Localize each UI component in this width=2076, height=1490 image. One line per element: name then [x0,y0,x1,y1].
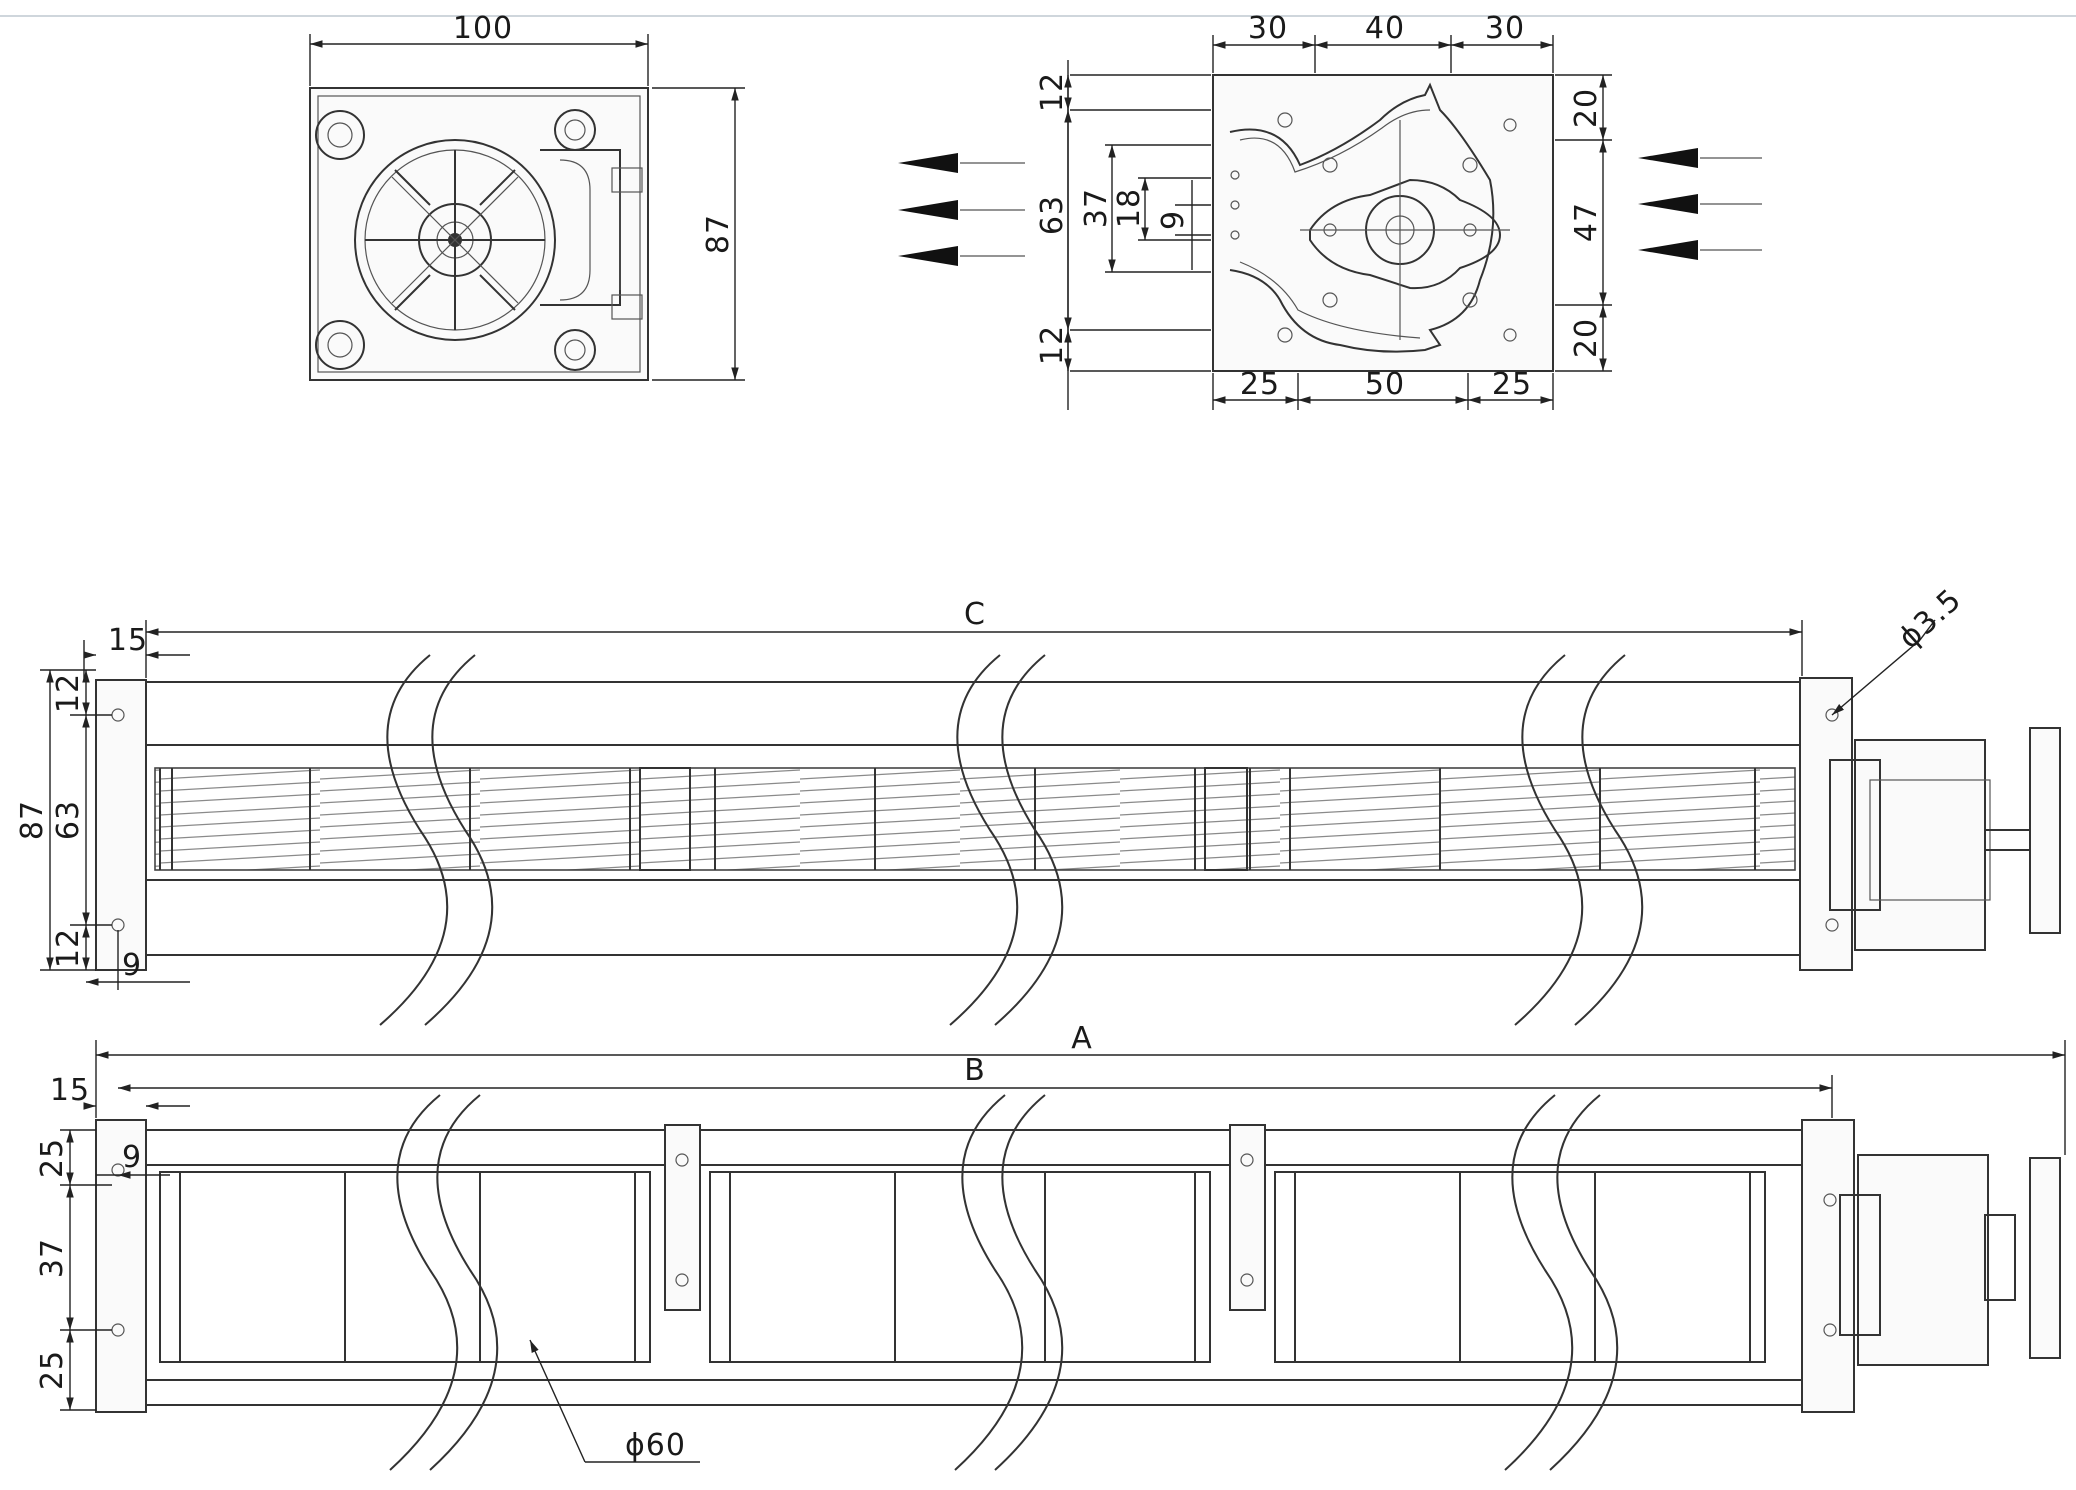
mount-bottom-label-25b: 25 [1492,367,1532,402]
side-bottom-hole-offset-label: 9 [122,1140,142,1175]
mount-top-label-30a: 30 [1248,11,1288,46]
side-bottom-overall-label: A [1071,1021,1093,1056]
mount-left-label-37: 37 [1079,188,1114,228]
mount-top-label-30b: 30 [1485,11,1525,46]
mount-left-label-12a: 12 [1035,72,1070,112]
airflow-arrows-right [1638,148,1762,260]
mount-right-label-20b: 20 [1569,318,1604,358]
fan-wheel [354,139,556,341]
end-view-height-label: 87 [701,214,736,254]
mount-bottom-label-25a: 25 [1240,367,1280,402]
side-bottom-label-37: 37 [35,1238,70,1278]
side-view-top: C 15 87 12 63 12 9 ϕ3.5 [15,582,2061,1026]
side-bottom-label-25a: 25 [35,1138,70,1178]
side-bottom-label-25b: 25 [35,1350,70,1390]
side-top-label-12b: 12 [51,928,86,968]
mount-view: 12 63 12 37 18 9 30 40 30 [1035,11,1612,410]
side-top-label-63: 63 [51,800,86,840]
side-top-height-label: 87 [15,800,50,840]
end-view: 100 87 [309,11,745,381]
mount-left-label-12b: 12 [1035,325,1070,365]
mount-right-label-47: 47 [1569,202,1604,242]
side-bottom-inner-label: B [964,1053,986,1088]
airflow-arrows-left [898,153,1025,266]
mount-left-label-9: 9 [1156,210,1191,230]
mount-left-label-63: 63 [1035,195,1070,235]
side-top-overall-label: C [964,597,986,632]
side-top-offset-label: 15 [108,623,148,658]
mount-left-label-18: 18 [1112,188,1147,228]
side-view-bottom: A B 15 9 25 37 25 ϕ60 [35,1021,2066,1471]
mount-top-label-40: 40 [1365,11,1405,46]
mount-right-label-20a: 20 [1569,88,1604,128]
impeller-diameter-label: ϕ60 [625,1428,686,1463]
side-top-label-12a: 12 [51,673,86,713]
mount-bottom-label-50: 50 [1365,367,1405,402]
side-bottom-offset-label: 15 [50,1073,90,1108]
side-top-bottom-offset-label: 9 [122,948,142,983]
end-view-width-label: 100 [453,11,513,46]
side-top-hole-label: ϕ3.5 [1892,582,1969,656]
